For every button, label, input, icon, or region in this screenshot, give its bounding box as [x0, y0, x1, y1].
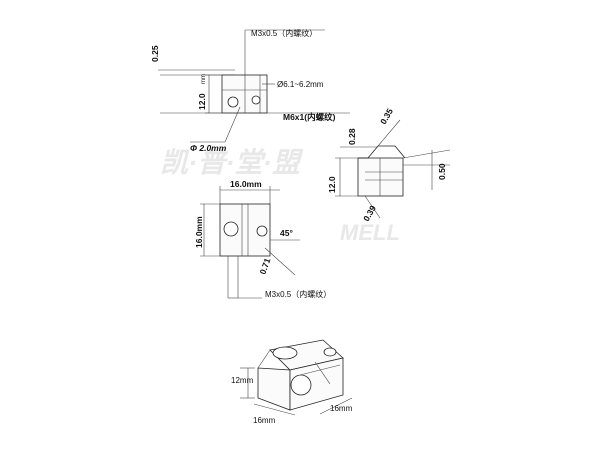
offset-label-front: 0.71: [257, 256, 272, 275]
thread-label-front: M3x0.5（内螺纹）: [265, 289, 331, 299]
angle-label: 45°: [280, 228, 293, 238]
offset-label-right: 0.28: [347, 128, 357, 145]
thread-label-top: M3x0.5（内螺纹）: [251, 28, 317, 38]
offset-label-side: 0.25: [150, 45, 160, 62]
side-view-body: [221, 74, 268, 114]
front-view: 16.0mm 16.0mm 45° 0.71 M3x0.5（内螺纹）: [194, 179, 331, 299]
height-label-right: 12.0: [327, 176, 337, 193]
watermark-text: 凯·普·堂·盟: [160, 147, 304, 178]
iso-depth-label: 16mm: [330, 404, 353, 413]
chamfer-top-label: 0.35: [378, 106, 395, 126]
bore-front: [223, 221, 239, 237]
watermark-logo: MELL: [340, 220, 400, 245]
height-label-side: 12.0: [197, 93, 207, 110]
small-hole-label: Φ 2.0mm: [190, 143, 227, 153]
main-thread-label: M6x1(内螺纹): [283, 112, 336, 122]
right-view-body: [357, 157, 404, 197]
watermark: 凯·普·堂·盟 MELL: [160, 147, 400, 245]
width-label-right: 0.50: [437, 163, 447, 180]
height-label-front: 16.0mm: [194, 216, 204, 248]
iso-height-label: 12mm: [231, 376, 254, 385]
right-view: 0.35 0.28 12.0 0.50 0.39: [327, 106, 451, 223]
small-hole-side: [227, 96, 239, 108]
width-label-front: 16.0mm: [230, 179, 262, 189]
height-unit-side: mm: [201, 74, 207, 84]
iso-width-label: 16mm: [253, 416, 276, 425]
iso-view: 12mm 16mm 16mm: [231, 339, 353, 425]
side-view: M3x0.5（内螺纹） 0.25 12.0 mm Ø6.1~6.2mm M6x1…: [150, 28, 350, 153]
bore-label: Ø6.1~6.2mm: [277, 80, 324, 89]
